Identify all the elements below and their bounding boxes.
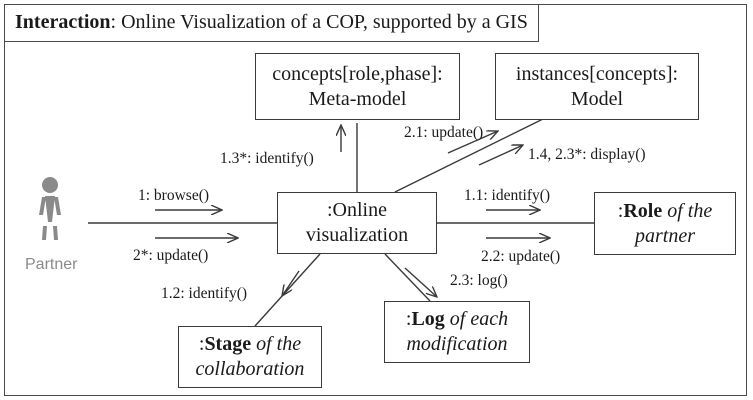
- message-identify-meta: 1.3*: identify(): [220, 150, 314, 167]
- stage-prefix: :: [198, 333, 205, 355]
- log-italic1: of each: [444, 308, 509, 330]
- message-identify-role: 1.1: identify(): [464, 187, 551, 204]
- title-text: : Online Visualization of a COP, support…: [110, 11, 528, 33]
- message-browse: 1: browse(): [138, 187, 210, 204]
- role-name: Role: [623, 199, 663, 222]
- model-box: instances[concepts]: Model: [495, 53, 699, 120]
- diagram-frame: [4, 4, 747, 396]
- online-line2: visualization: [305, 224, 409, 246]
- stage-box: :Stage of the collaboration: [178, 326, 322, 388]
- actor-label: Partner: [25, 256, 78, 273]
- message-identify-stage: 1.2: identify(): [161, 285, 248, 302]
- log-prefix: :: [405, 308, 412, 330]
- arrow-update-model: [447, 131, 498, 154]
- stage-italic1: of the: [251, 333, 302, 355]
- message-log: 2.3: log(): [450, 272, 508, 289]
- arrow-display: [478, 145, 523, 166]
- online-line1: :Online: [327, 199, 387, 221]
- link-online-stage: [254, 253, 321, 327]
- arrow-log: [404, 267, 437, 297]
- online-visualization-box: :Online visualization: [277, 192, 437, 254]
- link-online-log: [384, 253, 431, 302]
- role-box: :Role of the partner: [594, 192, 736, 255]
- role-prefix: :: [617, 199, 624, 222]
- role-italic2: partner: [635, 224, 695, 247]
- message-update-partner: 2*: update(): [133, 247, 209, 264]
- message-update-model: 2.1: update(): [404, 124, 484, 141]
- log-italic2: modification: [406, 333, 508, 355]
- message-display: 1.4, 2.3*: display(): [528, 146, 646, 163]
- diagram-title: Interaction: Online Visualization of a C…: [4, 4, 539, 42]
- stage-name: Stage: [204, 333, 252, 355]
- arrow-identify-stage: [282, 270, 300, 296]
- log-name: Log: [411, 308, 445, 330]
- model-line1: instances[concepts]:: [515, 62, 679, 85]
- meta-model-line1: concepts[role,phase]:: [272, 62, 443, 85]
- model-line2: Model: [570, 87, 624, 110]
- link-online-model: [394, 117, 546, 193]
- role-italic1: of the: [662, 199, 713, 222]
- meta-model-line2: Meta-model: [308, 87, 407, 110]
- stage-italic2: collaboration: [195, 358, 305, 380]
- title-keyword: Interaction: [15, 11, 111, 33]
- meta-model-box: concepts[role,phase]: Meta-model: [255, 53, 460, 120]
- person-icon: [39, 177, 61, 240]
- log-box: :Log of each modification: [384, 301, 530, 363]
- message-update-role: 2.2: update(): [481, 248, 561, 265]
